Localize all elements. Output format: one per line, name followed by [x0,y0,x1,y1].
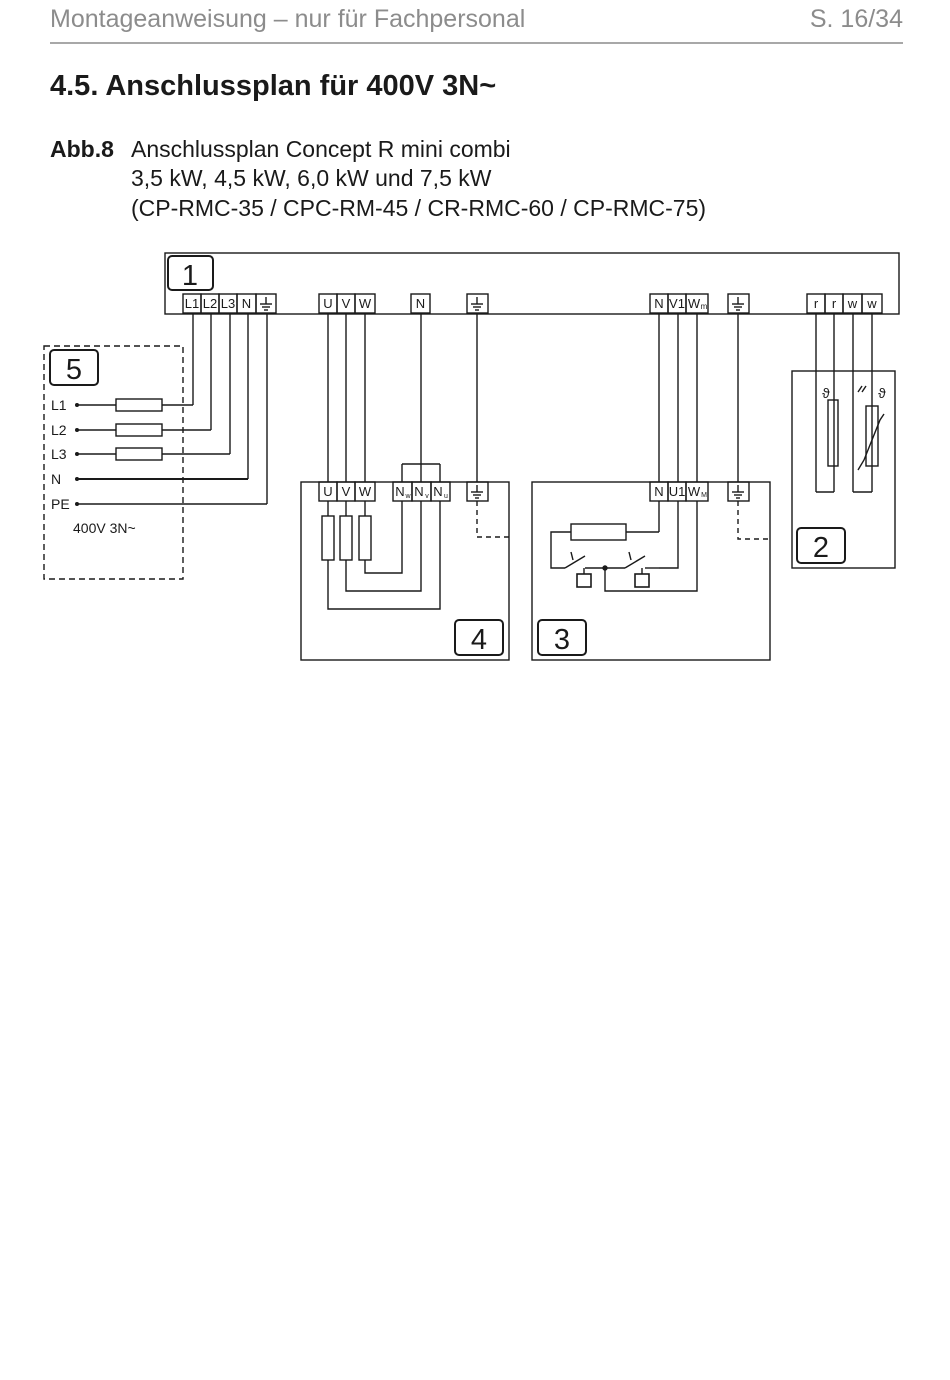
thermostat-terminal-wm: W [688,484,701,499]
figure-caption-line-1: Anschlussplan Concept R mini combi [131,136,511,162]
main-unit-box [164,252,900,315]
heater-terminal-nv-sub: v [425,493,429,500]
terminal-l2: L2 [203,296,217,311]
box-number-4: 4 [471,624,487,656]
heater-number-frame [454,619,504,656]
box-number-5: 5 [66,354,82,386]
heater-terminal-nw: N [395,484,404,499]
terminal-n-neutral: N [416,296,425,311]
heater-element-u [321,515,335,561]
box-number-1: 1 [182,260,198,292]
section-title: 4.5. Anschlussplan für 400V 3N~ [50,70,497,102]
thermostat-sensor-2 [634,573,650,588]
terminal-w2: w [866,296,877,311]
earth-icon [732,297,744,311]
supply-number-frame [49,349,99,386]
fuse-l1 [115,398,163,412]
temperature-sensor-r [827,399,839,467]
thermostat-terminal-u1: U1 [669,484,686,499]
thermostat-sensor-1 [576,573,592,588]
heater-terminal-nw-sub: w [404,493,411,500]
heater-element-v [339,515,353,561]
thermostat-terminal-wm-sub: M [701,492,707,499]
supply-label-l1: L1 [51,397,67,413]
wiring-diagram: 1 5 4 3 2 L1 L2 L3 N U V W N N V1 W m r … [43,252,900,661]
terminal-v1: V1 [669,296,685,311]
terminal-n-control: N [654,296,663,311]
switch-contact-1 [564,555,586,569]
fuse-l3 [115,447,163,461]
temperature-sensor-w [865,405,879,467]
terminal-wm: W [688,296,701,311]
theta-icon: ϑ [878,385,886,401]
supply-label-n: N [51,471,61,487]
terminal-wm-sub: m [701,302,708,311]
supply-box [43,345,184,580]
thermistor-slash [857,413,885,471]
heater-terminal-w: W [359,484,372,499]
heater-terminal-nu: N [433,484,442,499]
terminal-r1: r [814,296,819,311]
supply-label-pe: PE [51,496,70,512]
header-divider [50,42,903,44]
figure-label: Abb.8 [50,136,114,162]
terminal-l3: L3 [221,296,235,311]
supply-label-l3: L3 [51,446,67,462]
heater-terminal-v: V [342,484,351,499]
supply-label-l2: L2 [51,422,67,438]
thermostat-number-frame [537,619,587,656]
heater-terminal-nv: N [414,484,423,499]
earth-icon [732,485,744,499]
earth-icon [471,297,483,311]
terminal-l1: L1 [185,296,199,311]
figure-caption-line-3: (CP-RMC-35 / CPC-RM-45 / CR-RMC-60 / CP-… [131,195,707,221]
earth-icon [260,297,272,311]
main-unit-number-frame [167,255,214,291]
sensor-box [791,370,896,569]
figure-caption-line-2: 3,5 kW, 4,5 kW, 6,0 kW und 7,5 kW [131,165,492,191]
heater-terminal-nu-sub: u [444,493,448,500]
terminal-u: U [323,296,332,311]
heater-element-w [358,515,372,561]
header-title: Montageanweisung – nur für Fachpersonal [50,5,526,33]
sensor-number-frame [796,527,846,564]
terminal-v: V [342,296,351,311]
fuse-l2 [115,423,163,437]
terminal-w: W [359,296,372,311]
thermostat-terminal-n: N [654,484,663,499]
page-number: S. 16/34 [809,5,903,33]
supply-voltage-label: 400V 3N~ [73,520,136,536]
terminal-r2: r [832,296,837,311]
box-number-2: 2 [813,532,829,564]
box-number-3: 3 [554,624,570,656]
theta-icon: ϑ [822,385,830,401]
terminal-n: N [242,296,251,311]
heater-terminal-u: U [323,484,332,499]
thermostat-resistor [570,523,627,541]
earth-icon [471,485,483,499]
terminal-w1: w [847,296,858,311]
switch-contact-2 [624,555,646,569]
page-header: Montageanweisung – nur für Fachpersonal … [50,2,903,42]
